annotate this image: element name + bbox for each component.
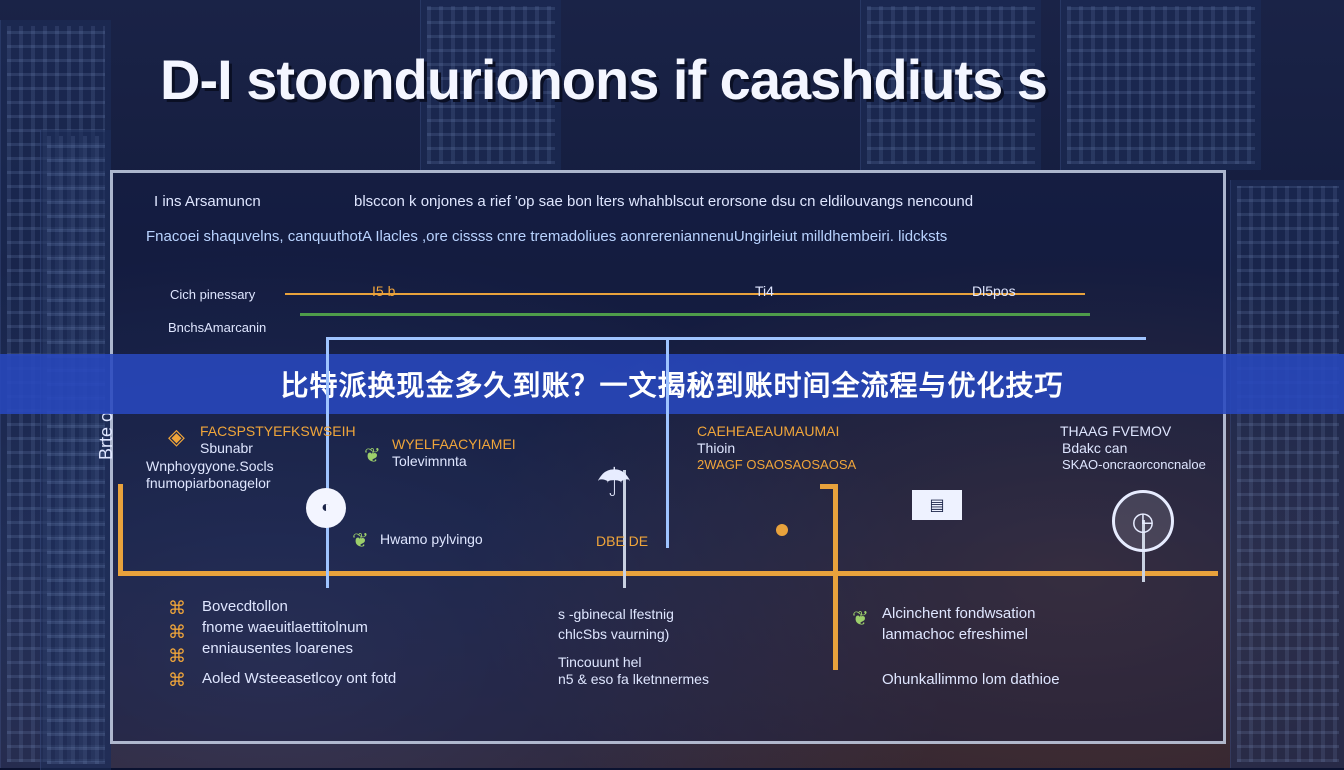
col1-heading: FACSPSTYEFKSWSEIH bbox=[200, 423, 356, 439]
col4-heading: THAAG FVEMOV bbox=[1060, 423, 1172, 439]
bottom-left-3: enniausentes loarenes bbox=[202, 640, 353, 657]
page-title: D-I stoondurionons if caashdiuts s bbox=[160, 48, 1048, 111]
leaf-icon-1: ❦ bbox=[364, 445, 381, 467]
bottom-mid-3: Tincouunt hel bbox=[558, 654, 642, 670]
bottom-mid-1: s -gbinecal lfestnig bbox=[558, 606, 674, 622]
bottom-left-1: Bovecdtollon bbox=[202, 598, 288, 615]
top-green-line bbox=[300, 313, 1090, 316]
top-orange-line bbox=[285, 293, 1085, 295]
col1-line2: Sbunabr bbox=[200, 440, 253, 456]
header-right: blsccon k onjones a rief 'op sae bon lte… bbox=[354, 193, 974, 210]
connector-1 bbox=[326, 338, 329, 588]
building-top-2 bbox=[860, 0, 1041, 170]
bottom-mid-2: chlcSbs vaurning) bbox=[558, 626, 670, 642]
building-top-3 bbox=[1060, 0, 1261, 170]
row-label-1: Cich pinessary bbox=[170, 287, 256, 302]
bottom-right-2: lanmachoc efreshimel bbox=[882, 626, 1028, 643]
building-right-1 bbox=[1230, 180, 1344, 768]
row-label-2: BnchsAmarcanin bbox=[168, 320, 267, 335]
building-top-1 bbox=[420, 0, 561, 170]
bottom-left-4: Aoled Wsteeasetlcoy ont fotd bbox=[202, 670, 397, 687]
col1-line3: Wnphoygyone.Socls bbox=[146, 458, 274, 474]
timeline-main bbox=[118, 571, 1218, 576]
col4-line2: Bdakc can bbox=[1062, 440, 1128, 456]
col3-heading: CAEHEAEAUMAUMAI bbox=[697, 423, 840, 439]
timeline-divider-cap bbox=[820, 484, 838, 489]
subheader: Fnacoei shaquvelns, canquuthotA Ilacles … bbox=[146, 228, 948, 245]
marker-1: I5 b bbox=[372, 283, 396, 299]
timeline-left-arm bbox=[118, 484, 123, 576]
col2-line2: Tolevimnnta bbox=[392, 453, 467, 469]
timeline-dot bbox=[776, 524, 788, 536]
document-icon: ▤ bbox=[912, 490, 962, 520]
timeline-divider bbox=[833, 484, 838, 670]
building-left-2 bbox=[40, 130, 111, 770]
col1-line4: fnumopiarbonagelor bbox=[146, 475, 271, 491]
col2-line3: Hwamo pylvingo bbox=[380, 531, 483, 547]
col3-line4: DBE DE bbox=[596, 533, 649, 549]
banner-text: 比特派换现金多久到账？一文揭秘到账时间全流程与优化技巧 bbox=[280, 369, 1064, 402]
bottom-right-3: Ohunkallimmo lom dathioe bbox=[882, 671, 1060, 688]
col3-line2: Thioin bbox=[697, 440, 736, 456]
marker-2: Ti4 bbox=[755, 283, 774, 299]
shield-icon: ◈ bbox=[168, 424, 185, 449]
title-banner: 比特派换现金多久到账？一文揭秘到账时间全流程与优化技巧 bbox=[0, 354, 1344, 414]
marker-3: Dl5pos bbox=[972, 283, 1016, 299]
top-blue-line bbox=[326, 337, 1146, 340]
umbrella-icon: ☂ bbox=[596, 461, 632, 505]
bottom-right-icon: ❦ bbox=[852, 608, 869, 630]
bottom-left-icons: ⌘⌘⌘⌘ bbox=[168, 598, 186, 690]
col3-line3: 2WAGF OSAOSAOSAOSA bbox=[697, 457, 857, 472]
header-left: I ins Arsamuncn bbox=[154, 193, 261, 210]
col2-heading: WYELFAACYIAMEI bbox=[392, 436, 516, 452]
col4-line3: SKAO-oncraorconcnaloe bbox=[1062, 457, 1206, 472]
bottom-right-1: Alcinchent fondwsation bbox=[882, 605, 1036, 622]
lock-circle-icon: ◐ bbox=[306, 488, 346, 528]
bottom-mid-4: n5 & eso fa lketnnermes bbox=[558, 671, 709, 687]
connector-3 bbox=[666, 338, 669, 548]
connector-2 bbox=[623, 470, 626, 588]
bottom-left-2: fnome waeuitlaettitolnum bbox=[202, 619, 368, 636]
leaf-icon-2: ❦ bbox=[352, 530, 369, 552]
clock-icon: ◷ bbox=[1112, 490, 1174, 552]
